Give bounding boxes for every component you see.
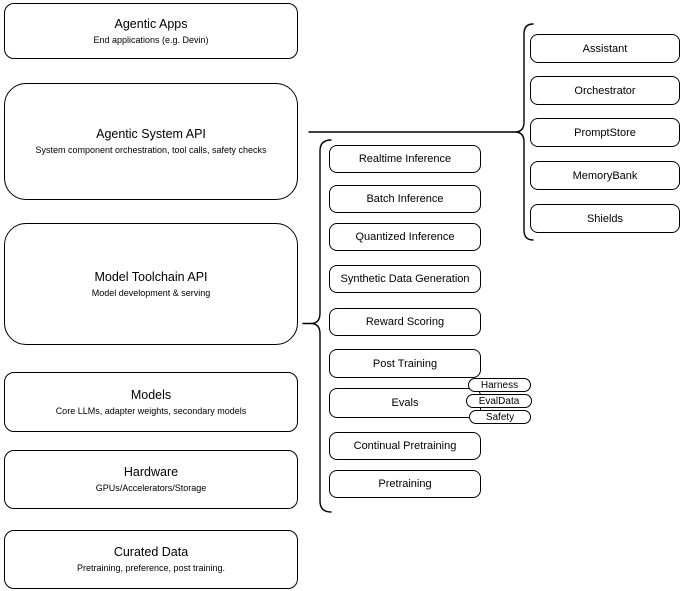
system-node-promptstore: PromptStore	[530, 118, 680, 147]
toolchain-node-quantized-inference: Quantized Inference	[329, 223, 481, 251]
box-agentic-system-api: Agentic System API System component orch…	[4, 83, 298, 200]
eval-tag-evaldata: EvalData	[466, 394, 532, 408]
toolchain-node-realtime-inference: Realtime Inference	[329, 145, 481, 173]
system-node-shields: Shields	[530, 204, 680, 233]
toolchain-brace	[310, 139, 332, 513]
box-subtitle: Core LLMs, adapter weights, secondary mo…	[55, 405, 247, 416]
system-node-memorybank: MemoryBank	[530, 161, 680, 190]
box-title: Models	[130, 387, 172, 402]
system-node-orchestrator: Orchestrator	[530, 76, 680, 105]
toolchain-node-batch-inference: Batch Inference	[329, 185, 481, 213]
eval-tag-harness: Harness	[468, 378, 531, 392]
box-agentic-apps: Agentic Apps End applications (e.g. Devi…	[4, 3, 298, 59]
box-subtitle: End applications (e.g. Devin)	[93, 34, 209, 45]
box-title: Hardware	[123, 465, 179, 479]
toolchain-node-synthetic-data-generation: Synthetic Data Generation	[329, 265, 481, 293]
eval-tag-safety: Safety	[469, 410, 531, 424]
box-title: Agentic System API	[96, 127, 206, 141]
toolchain-node-continual-pretraining: Continual Pretraining	[329, 432, 481, 460]
box-subtitle: Model development & serving	[91, 287, 211, 298]
box-curated-data: Curated Data Pretraining, preference, po…	[4, 530, 298, 589]
box-title: Model Toolchain API	[94, 269, 208, 284]
box-hardware: Hardware GPUs/Accelerators/Storage	[4, 450, 298, 509]
toolchain-node-evals: Evals	[329, 388, 481, 418]
toolchain-node-pretraining: Pretraining	[329, 470, 481, 498]
box-subtitle: Pretraining, preference, post training.	[76, 563, 226, 573]
box-subtitle: System component orchestration, tool cal…	[35, 145, 267, 155]
system-node-assistant: Assistant	[530, 34, 680, 63]
box-models: Models Core LLMs, adapter weights, secon…	[4, 372, 298, 432]
box-title: Curated Data	[113, 545, 189, 559]
box-subtitle: GPUs/Accelerators/Storage	[95, 483, 207, 493]
toolchain-node-reward-scoring: Reward Scoring	[329, 308, 481, 336]
box-title: Agentic Apps	[114, 16, 188, 31]
box-model-toolchain-api: Model Toolchain API Model development & …	[4, 223, 298, 345]
toolchain-node-post-training: Post Training	[329, 349, 481, 378]
